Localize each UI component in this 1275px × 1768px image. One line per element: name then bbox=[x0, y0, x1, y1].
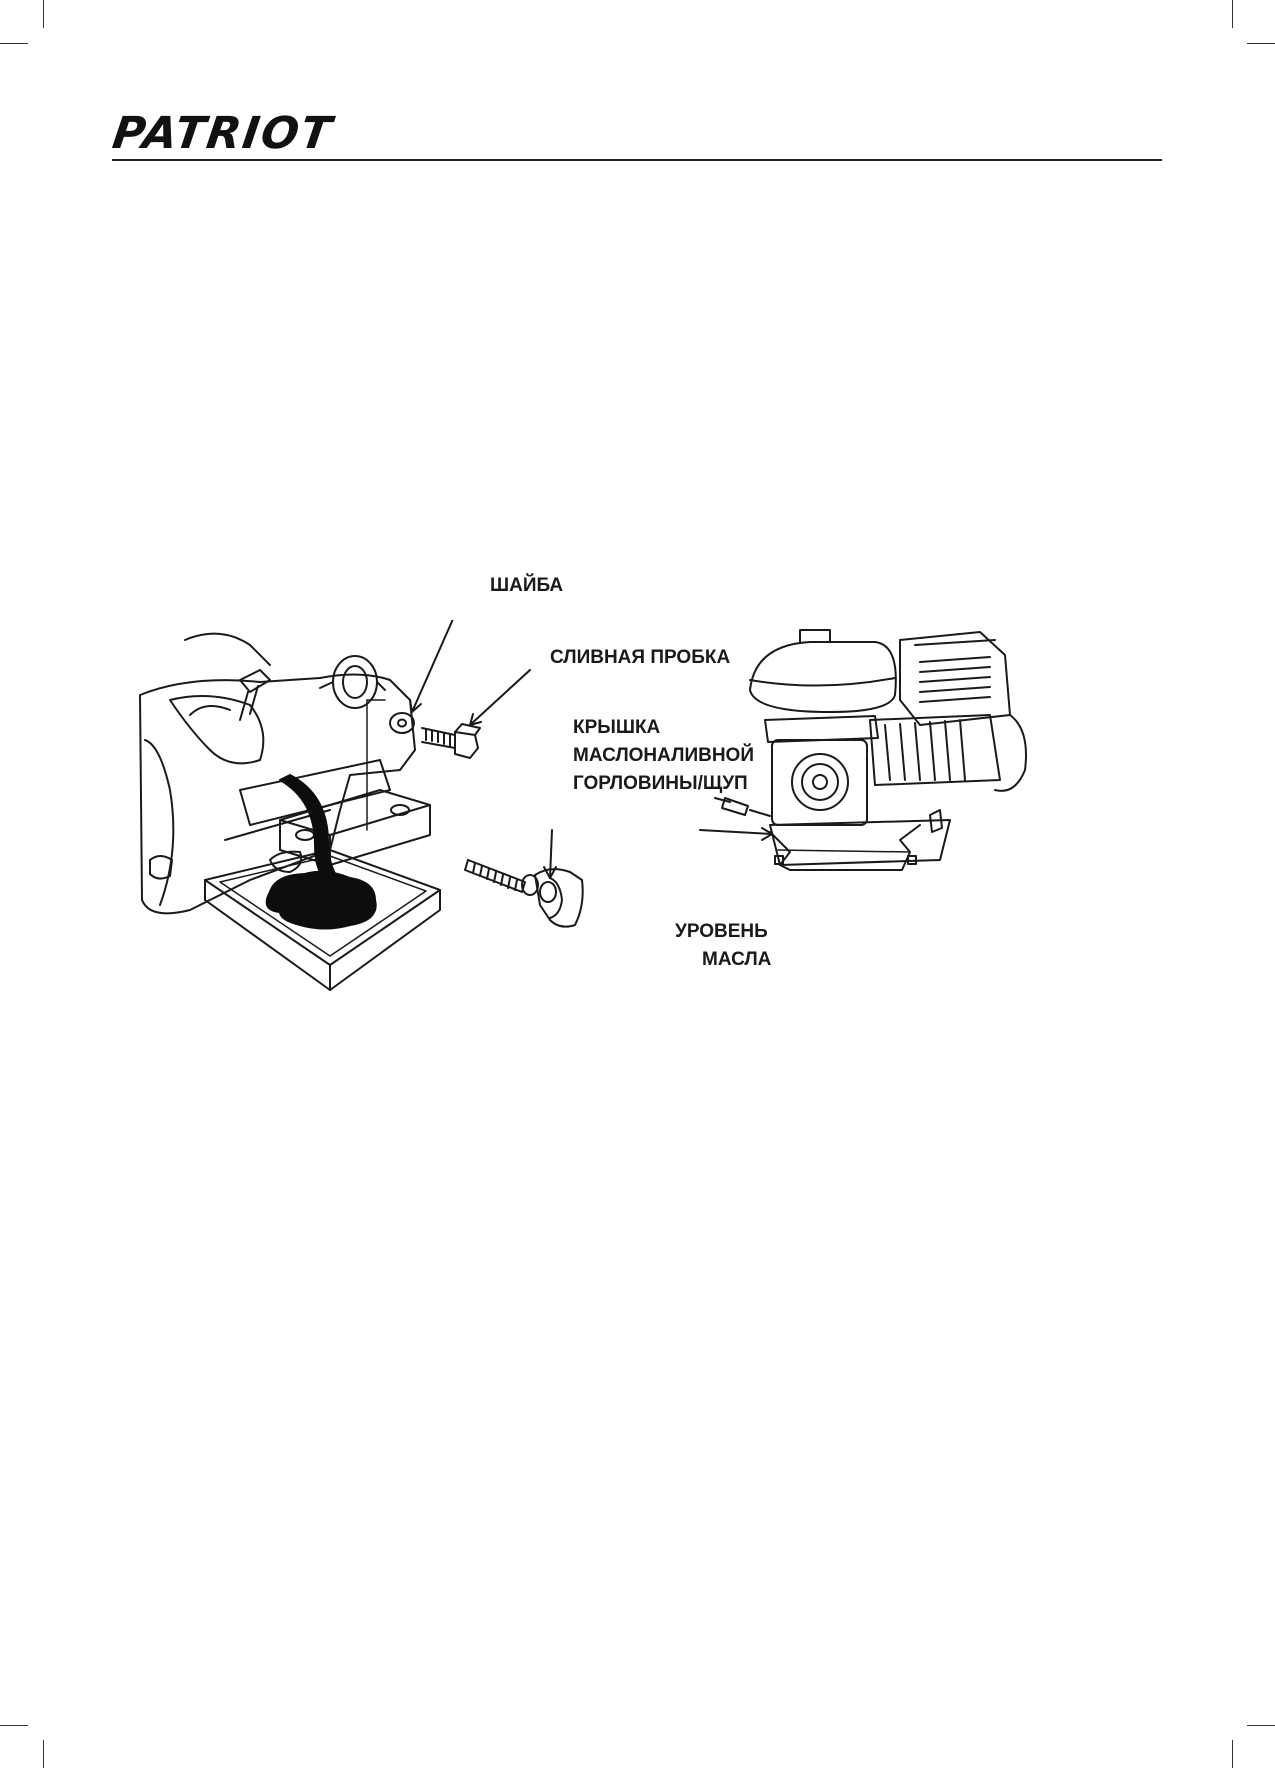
crop-mark-bottom-left-v bbox=[43, 1740, 44, 1768]
filler-cap-dipstick-drawing bbox=[464, 859, 584, 928]
crop-mark-top-left-h bbox=[0, 43, 28, 44]
oil-level-label-line2: МАСЛА bbox=[702, 949, 772, 970]
draining-oil-drawing bbox=[265, 774, 377, 930]
crop-mark-top-right-h bbox=[1247, 43, 1275, 44]
header-divider bbox=[112, 159, 1162, 161]
engine-side-view-drawing bbox=[714, 629, 1027, 871]
crop-mark-bottom-right-v bbox=[1232, 1740, 1233, 1768]
oil-change-drawing bbox=[139, 620, 1027, 991]
crop-mark-bottom-right-h bbox=[1247, 1725, 1275, 1726]
brand-logo: PATRIOT bbox=[109, 108, 337, 159]
drain-plug-drawing bbox=[421, 723, 481, 759]
washer-drawing bbox=[389, 712, 415, 734]
crop-mark-top-left-v bbox=[43, 0, 44, 28]
filler-cap-label-line2: МАСЛОНАЛИВНОЙ bbox=[573, 745, 754, 766]
filler-cap-label-line1: КРЫШКА bbox=[573, 717, 661, 738]
oil-level-label-line1: УРОВЕНЬ bbox=[675, 921, 768, 942]
crop-mark-bottom-left-h bbox=[0, 1725, 28, 1726]
crop-mark-top-right-v bbox=[1232, 0, 1233, 28]
filler-cap-label-line3: ГОРЛОВИНЫ/ЩУП bbox=[573, 773, 748, 794]
drain-plug-label: СЛИВНАЯ ПРОБКА bbox=[550, 647, 731, 668]
washer-label: ШАЙБА bbox=[490, 575, 564, 596]
oil-drain-pan-drawing bbox=[204, 849, 441, 991]
oil-change-illustration: ШАЙБА СЛИВНАЯ ПРОБКА КРЫШКА МАСЛОНАЛИВНО… bbox=[130, 575, 1170, 1080]
